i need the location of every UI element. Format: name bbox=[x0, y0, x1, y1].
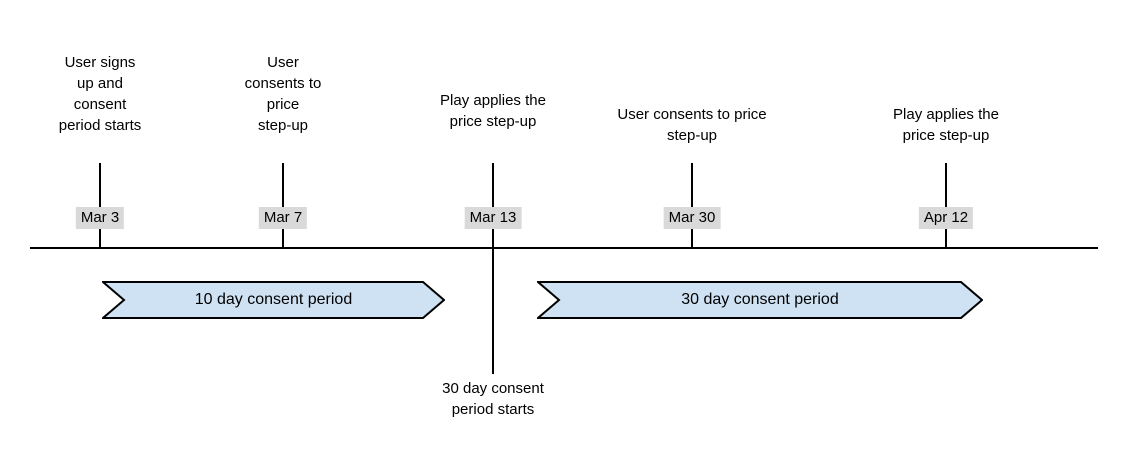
event-tick-apr-12 bbox=[945, 163, 947, 248]
event-label-play-applies-1: Play applies the price step-up bbox=[440, 92, 546, 130]
event-date-mar-7: Mar 7 bbox=[258, 207, 308, 229]
event-date-apr-12: Apr 12 bbox=[918, 207, 974, 229]
event-date-mar-3: Mar 3 bbox=[75, 207, 125, 229]
event-label-user-signs-up: User signs up and consent period starts bbox=[58, 54, 142, 134]
event-label-play-applies-2: Play applies the price step-up bbox=[893, 106, 999, 144]
event-tick-mar-30 bbox=[691, 163, 693, 248]
timeline-axis bbox=[30, 247, 1098, 249]
event-label-user-consents-1: User consents to price step-up bbox=[244, 54, 322, 134]
period-arrow-shape bbox=[537, 281, 983, 319]
event-date-mar-13: Mar 13 bbox=[464, 207, 522, 229]
period-arrow-30-day: 30 day consent period bbox=[537, 281, 983, 319]
annotation-30-day-period-starts: 30 day consent period starts bbox=[442, 380, 544, 418]
event-tick-mar-7 bbox=[282, 163, 284, 248]
period-label-10-day: 10 day consent period bbox=[194, 291, 353, 308]
event-date-mar-30: Mar 30 bbox=[663, 207, 721, 229]
event-tick-mar-3 bbox=[99, 163, 101, 248]
event-tick-mar-13 bbox=[492, 163, 494, 374]
period-label-30-day: 30 day consent period bbox=[681, 291, 839, 308]
period-arrow-shape bbox=[102, 281, 445, 319]
event-label-user-consents-2: User consents to price step-up bbox=[617, 106, 767, 144]
period-arrow-10-day: 10 day consent period bbox=[102, 281, 445, 319]
